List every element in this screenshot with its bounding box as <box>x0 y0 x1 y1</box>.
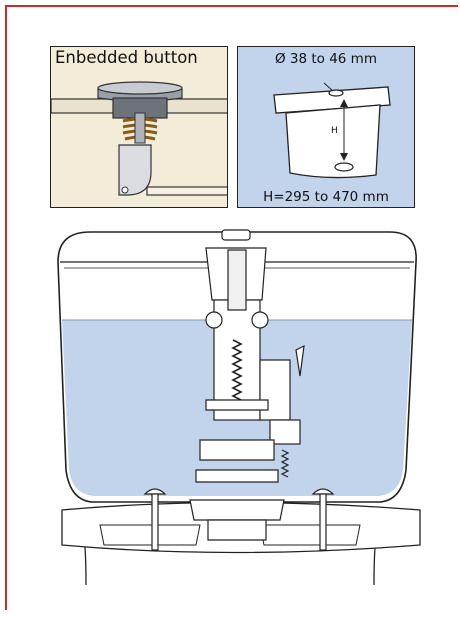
embedded-button-title: Enbedded button <box>55 48 198 67</box>
cistern-dimensions-panel: Ø 38 to 46 mm H H=295 to 470 mm <box>237 46 415 208</box>
page-frame <box>5 5 458 610</box>
diameter-label: Ø 38 to 46 mm <box>274 51 377 67</box>
embedded-button-illustration <box>51 81 227 196</box>
embedded-button-panel: Enbedded button <box>50 46 228 208</box>
height-marker: H <box>331 126 338 136</box>
cistern-illustration <box>273 82 391 179</box>
height-range-label: H=295 to 470 mm <box>263 189 389 205</box>
